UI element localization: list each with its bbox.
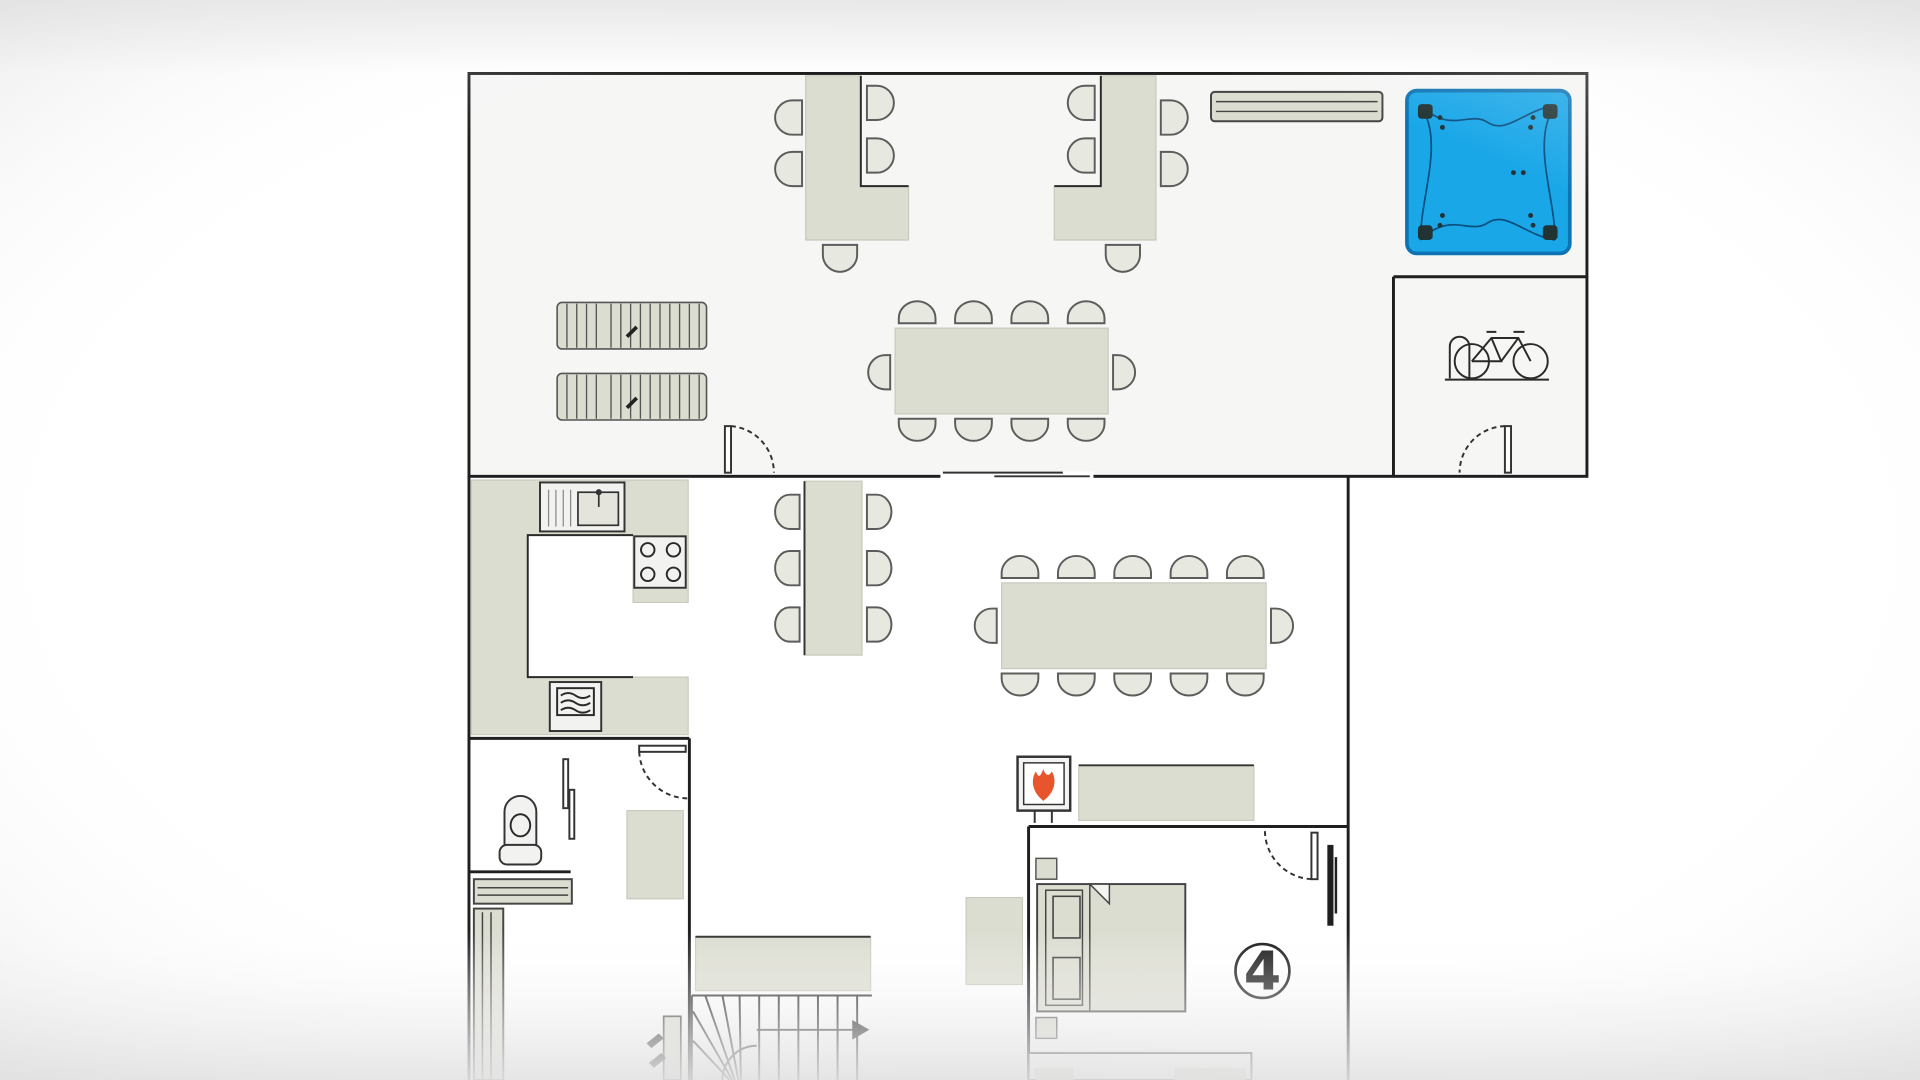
sliding-door [940, 471, 1094, 479]
dining-table-main [973, 555, 1295, 697]
bed-icon [1035, 857, 1187, 1040]
stove-icon [633, 535, 687, 589]
side-cabinet [965, 896, 1024, 986]
stair-landing-cabinet [694, 935, 872, 992]
toilet-icon [498, 794, 543, 866]
sink-icon [539, 481, 626, 533]
oven-icon [548, 681, 603, 732]
radiator-icon [1210, 90, 1384, 123]
hall-cabinet [626, 810, 684, 900]
room-number-label: 4 [1244, 939, 1281, 1002]
bedroom-dresser [1027, 1052, 1253, 1080]
kitchen-island [774, 480, 893, 656]
hot-tub-icon [1405, 88, 1572, 256]
sideboard [1078, 764, 1255, 822]
